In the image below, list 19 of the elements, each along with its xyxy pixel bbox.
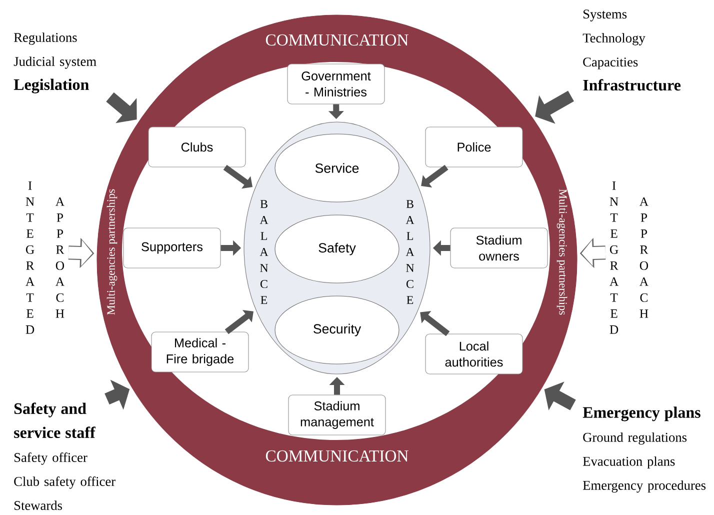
text-list: Systems Technology Capacities Infrastructure	[582, 10, 681, 91]
agency-box: Clubs	[148, 126, 246, 168]
agency-box: Stadium owners	[450, 228, 548, 268]
text-list: Regulations Judicial system Legislation	[14, 32, 96, 94]
ellipse-node: Safety	[274, 214, 400, 284]
agency-box: Government - Ministries	[287, 64, 385, 104]
agency-box: Stadium management	[288, 394, 386, 436]
block-arrow	[420, 311, 450, 336]
stacked-letters: INTEGRATED APPROACH	[26, 181, 64, 334]
block-arrow	[421, 164, 448, 188]
text-list: Emergency plans Ground regulations Evacuation plans Emergency procedures	[582, 406, 706, 493]
block-arrow	[535, 90, 574, 124]
agency-box: Police	[425, 126, 523, 168]
ellipse-node: Security	[274, 296, 400, 364]
agency-box: Medical - Fire brigade	[151, 332, 249, 372]
stacked-letters: INTEGRATED APPROACH	[610, 181, 648, 334]
ellipse-node: Service	[274, 134, 400, 202]
agency-box: Supporters	[123, 228, 221, 268]
agency-box: Local authorities	[425, 334, 523, 374]
